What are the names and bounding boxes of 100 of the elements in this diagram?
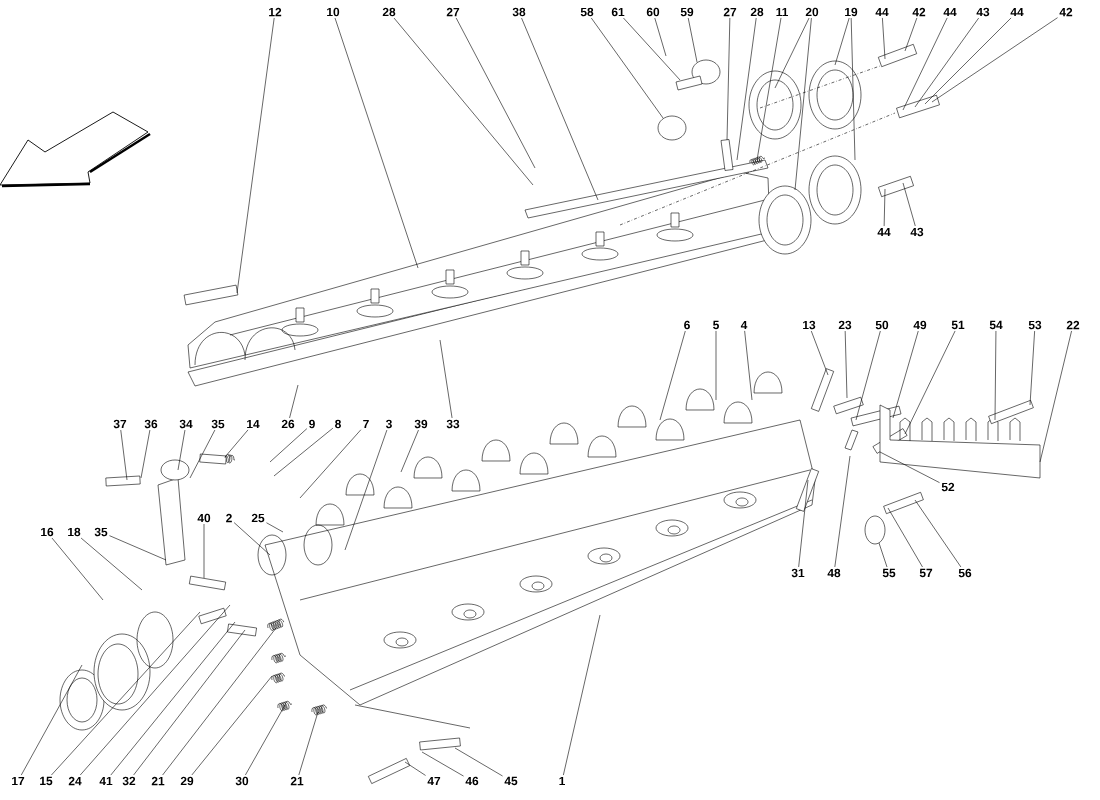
- leader-line: [1039, 330, 1072, 463]
- leader-line: [904, 17, 918, 52]
- leader-line: [844, 330, 848, 399]
- leader-line: [902, 17, 948, 111]
- leader-line: [736, 17, 757, 161]
- callout-number: 43: [976, 7, 990, 17]
- leader-line: [109, 535, 167, 561]
- callout-number: 7: [363, 419, 369, 429]
- leader-line: [834, 17, 850, 66]
- leader-line: [563, 614, 601, 776]
- leader-line: [51, 537, 104, 601]
- leader-line: [80, 537, 143, 591]
- callout-number: 23: [838, 320, 852, 330]
- callout-number: 32: [122, 776, 136, 786]
- callout-number: 60: [646, 7, 660, 17]
- leader-line: [994, 330, 997, 421]
- callout-number: 33: [446, 419, 460, 429]
- leader-line: [687, 17, 698, 63]
- callout-number: 13: [803, 320, 816, 330]
- callout-number: 12: [269, 7, 282, 17]
- callout-number: 4: [740, 320, 748, 330]
- callout-number: 51: [951, 320, 965, 330]
- leader-line: [455, 17, 536, 169]
- callout-number: 42: [912, 7, 926, 17]
- callout-number: 34: [179, 419, 193, 429]
- leader-line: [51, 611, 201, 776]
- callout-number: 46: [465, 776, 479, 786]
- callout-number: 61: [611, 7, 625, 17]
- leader-line: [659, 330, 686, 421]
- leader-line: [879, 451, 940, 483]
- leader-line: [421, 751, 464, 777]
- callout-number: 3: [385, 419, 392, 429]
- leader-line: [236, 17, 275, 294]
- leader-line: [334, 17, 419, 269]
- callout-number: 44: [943, 7, 957, 17]
- leader-line: [189, 429, 216, 479]
- callout-number: 11: [776, 7, 788, 17]
- callout-number: 9: [309, 419, 315, 429]
- leader-line: [1029, 330, 1035, 406]
- callout-number: 45: [504, 776, 518, 786]
- callout-number: 57: [919, 568, 933, 578]
- leader-line: [162, 627, 277, 776]
- callout-number: 59: [680, 7, 694, 17]
- leader-line: [245, 704, 286, 776]
- leader-line: [855, 330, 881, 421]
- leader-line: [273, 427, 334, 477]
- callout-number: 16: [41, 527, 54, 537]
- callout-number: 31: [791, 568, 805, 578]
- leader-line: [110, 621, 236, 776]
- callout-number: 27: [446, 7, 460, 17]
- leader-line: [834, 455, 851, 568]
- leader-line: [811, 330, 829, 376]
- leader-line: [654, 17, 667, 57]
- leader-line: [591, 17, 664, 119]
- callout-number: 44: [877, 227, 891, 237]
- leader-line: [177, 429, 186, 471]
- leader-line: [191, 675, 273, 776]
- callout-number: 38: [512, 7, 526, 17]
- leader-line: [454, 747, 503, 777]
- leader-line: [133, 629, 246, 776]
- callout-number: 39: [414, 419, 428, 429]
- leader-line: [140, 429, 151, 479]
- callout-number: 41: [99, 776, 113, 786]
- callout-number: 15: [40, 776, 53, 786]
- callout-number: 6: [684, 320, 690, 330]
- leader-line: [924, 17, 1012, 105]
- leader-line: [20, 664, 83, 776]
- callout-number: 26: [281, 419, 295, 429]
- callout-number: 17: [12, 776, 25, 786]
- callout-number: 22: [1066, 320, 1080, 330]
- leader-line: [914, 17, 979, 108]
- leader-line: [289, 384, 299, 419]
- callout-number: 25: [251, 513, 265, 523]
- callout-number: 14: [247, 419, 260, 429]
- callout-number: 18: [68, 527, 81, 537]
- leader-line: [715, 330, 717, 401]
- callout-number: 40: [197, 513, 211, 523]
- callout-number: 2: [226, 513, 232, 523]
- leader-line: [882, 17, 886, 60]
- callout-number: 44: [1010, 7, 1024, 17]
- callout-number: 48: [827, 568, 841, 578]
- callout-number: 21: [151, 776, 165, 786]
- leader-line: [774, 17, 810, 89]
- leader-line: [931, 17, 1058, 103]
- leader-line: [887, 507, 923, 568]
- callout-number: 28: [750, 7, 764, 17]
- callout-number: 20: [805, 7, 819, 17]
- leader-line: [79, 604, 231, 776]
- leader-line: [794, 17, 812, 191]
- callout-number: 44: [875, 7, 889, 17]
- callout-number: 56: [958, 568, 972, 578]
- callout-number: 42: [1059, 7, 1073, 17]
- callout-number: 49: [913, 320, 927, 330]
- callout-number: 28: [382, 7, 396, 17]
- leader-line: [904, 330, 956, 435]
- leader-line: [299, 429, 362, 499]
- leader-line: [269, 428, 308, 463]
- leader-line: [623, 17, 681, 81]
- leader-line: [798, 479, 809, 568]
- leader-line: [521, 17, 599, 201]
